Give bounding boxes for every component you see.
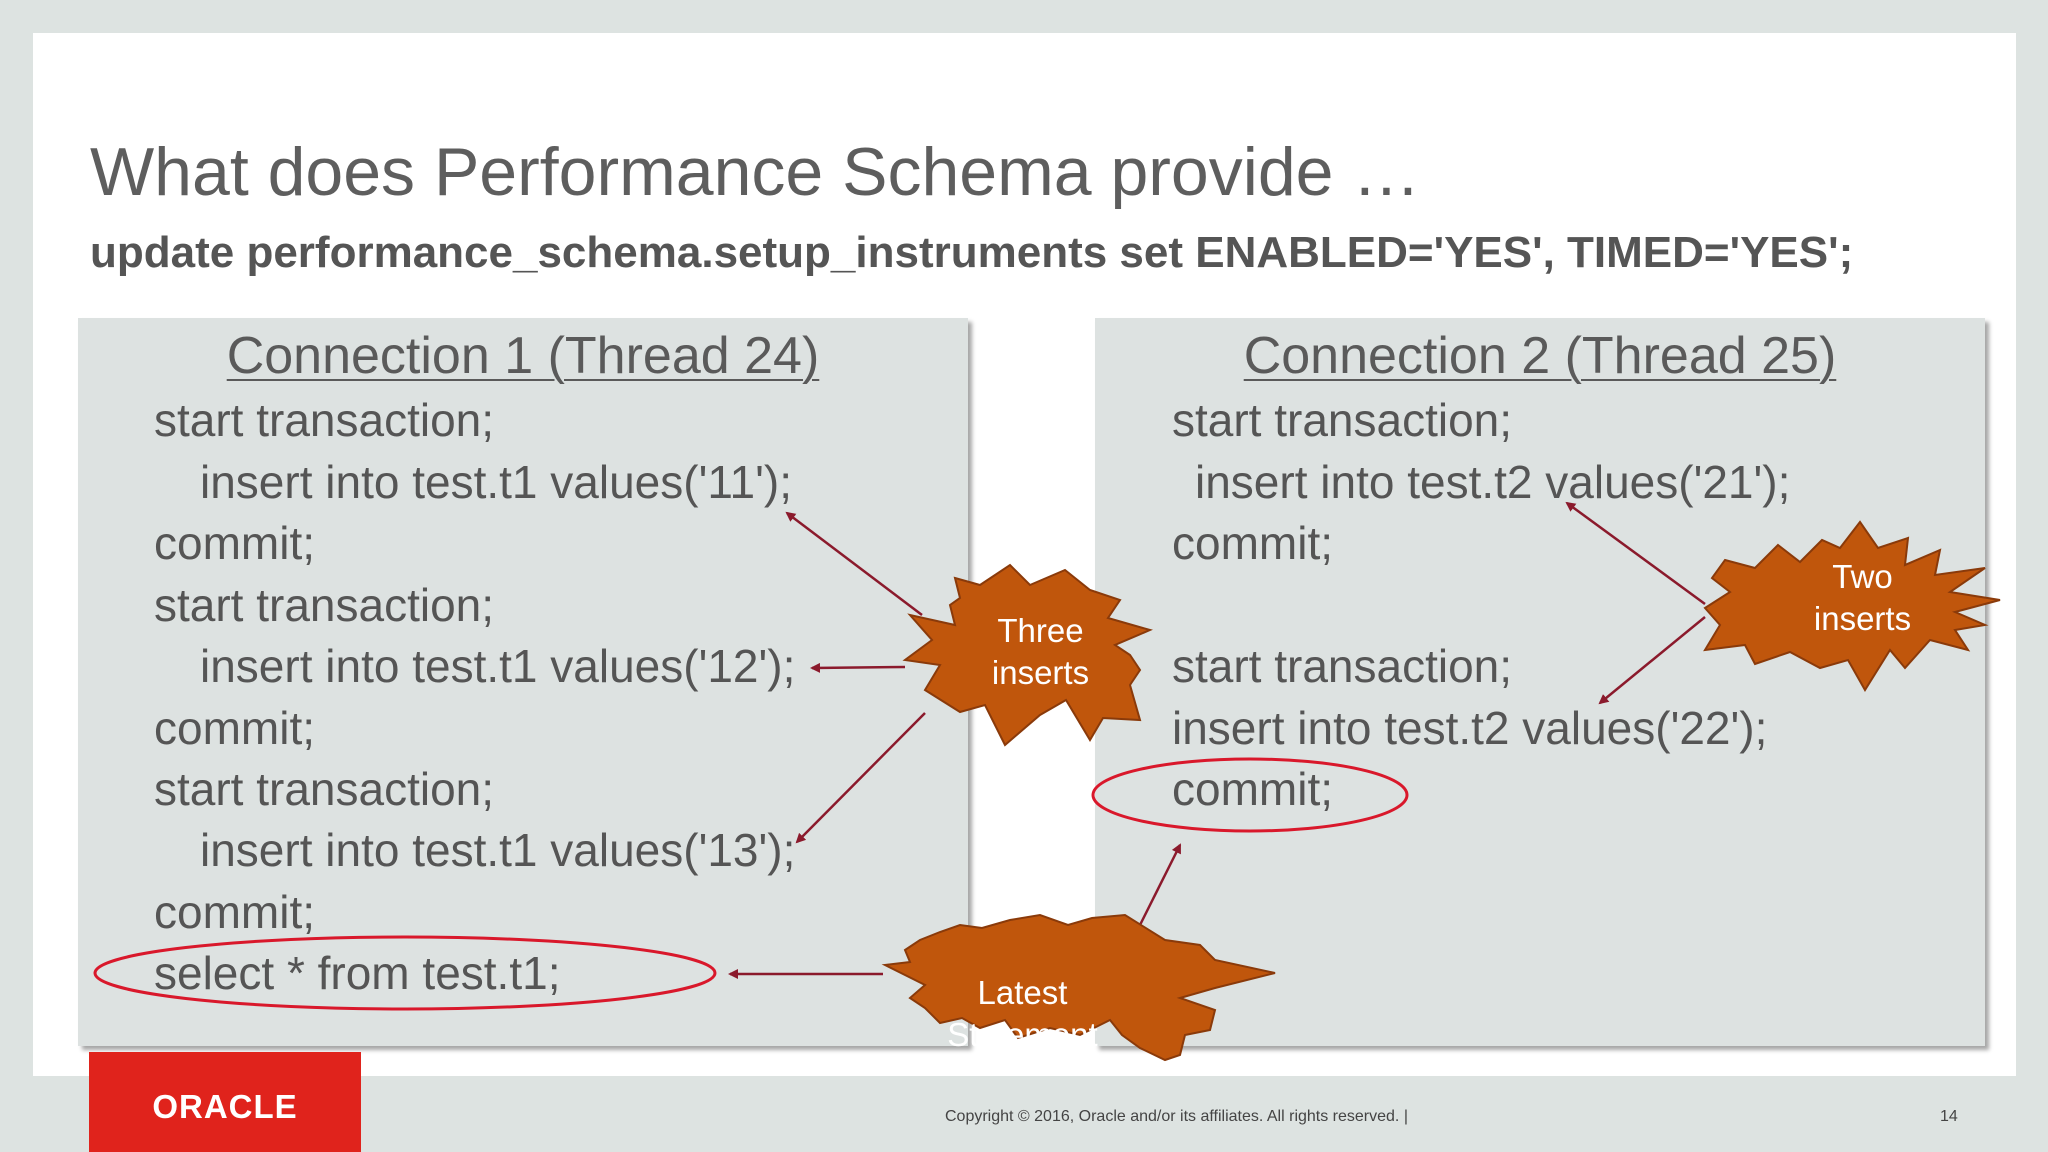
arrow-three-inserts-3 [795,712,926,844]
callout-text: inserts [991,654,1090,691]
code-line: insert into test.t1 values('11'); [200,456,792,508]
callout-text: Statement [947,1016,1098,1053]
code-line: select * from test.t1; [154,947,561,999]
code-line: start transaction; [1172,394,1513,446]
code-line: start transaction; [154,579,495,631]
arrow-latest-2 [1132,843,1182,938]
code-line: commit; [154,517,315,569]
highlight-ellipse-commit [1091,757,1409,833]
connection2-heading: Connection 2 (Thread 25) [1243,327,1837,385]
slide-subtitle: update performance_schema.setup_instrume… [90,228,1854,277]
logo-text: ORACLE [152,1088,298,1125]
code-line: insert into test.t2 values('21'); [1195,456,1791,508]
code-line: start transaction; [154,763,495,815]
slide-title: What does Performance Schema provide … [90,134,1421,210]
callout-three-inserts: Three inserts [968,610,1113,694]
callout-two-inserts: Two inserts [1790,556,1935,640]
copyright-text: Copyright © 2016, Oracle and/or its affi… [945,1108,1408,1125]
arrow-three-inserts-2 [810,662,906,673]
code-line: start transaction; [1172,640,1513,692]
connection1-panel: Connection 1 (Thread 24) [78,318,968,1046]
connection1-heading: Connection 1 (Thread 24) [226,327,820,385]
code-line: insert into test.t1 values('12'); [200,640,796,692]
code-line: start transaction; [154,394,495,446]
code-line: insert into test.t2 values('22'); [1172,702,1768,754]
starburst-three-inserts [902,563,1153,747]
code-line: commit; [154,702,315,754]
arrow-two-inserts-1 [1565,501,1706,606]
code-line: commit; [154,886,315,938]
callout-latest-statement: Latest Statement [930,972,1115,1056]
callout-text: inserts [1813,600,1912,637]
arrow-two-inserts-2 [1598,616,1706,705]
code-line: commit; [1172,517,1333,569]
code-line: commit; [1172,763,1333,815]
starburst-latest-statement [881,913,1276,1062]
connection2-panel: Connection 2 (Thread 25) [1095,318,1985,1046]
arrow-three-inserts-1 [785,511,923,616]
highlight-ellipse-select [93,935,717,1011]
callout-text: Three [997,612,1084,649]
oracle-logo: ORACLE [89,1052,361,1152]
page-number: 14 [1940,1108,1958,1125]
code-line: insert into test.t1 values('13'); [200,824,796,876]
callout-text: Latest [977,974,1068,1011]
callout-text: Two [1832,558,1893,595]
starburst-two-inserts [1703,520,2001,692]
